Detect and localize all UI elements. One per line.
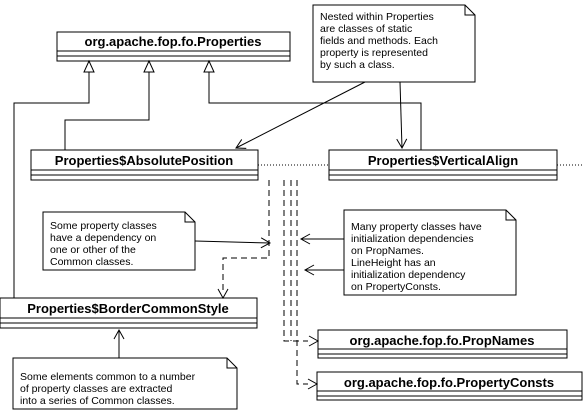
note-initialization-line: on PropertyConsts. [351, 281, 441, 293]
inheritance-arrowhead [83, 59, 95, 73]
edge-border-common-style-to-properties [13, 72, 90, 298]
arrowhead-border-common-style [217, 288, 229, 300]
arrowhead-property-consts [307, 378, 319, 390]
dependency-arrowheads [217, 288, 320, 390]
class-absolute-position[interactable]: Properties$AbsolutePosition [30, 149, 259, 181]
class-properties[interactable]: org.apache.fop.fo.Properties [56, 31, 291, 62]
note-nested-classes: Nested within Properties are classes of … [312, 4, 476, 83]
arrowhead-prop-names [308, 335, 320, 347]
class-border-common-style[interactable]: Properties$BorderCommonStyle [0, 297, 258, 329]
inheritance-arrowhead [203, 59, 215, 73]
edge-absolute-position-to-border-common-style [222, 180, 270, 290]
note-nested-line: are classes of static [320, 23, 412, 35]
class-properties-name: org.apache.fop.fo.Properties [85, 34, 262, 49]
note-initialization-line: LineHeight has an [351, 257, 436, 269]
anchor-nested-to-absolute-position [235, 81, 366, 149]
note-anchors [113, 81, 408, 358]
anchor-nested-to-vertical-align [396, 81, 408, 150]
class-property-consts[interactable]: org.apache.fop.fo.PropertyConsts [316, 371, 583, 401]
edge-absolute-position-to-properties [64, 72, 150, 150]
edge-absolute-position-to-prop-names-a [283, 180, 308, 342]
class-vertical-align-name: Properties$VerticalAlign [368, 153, 518, 168]
note-nested-line: fields and methods. Each [320, 35, 438, 47]
class-property-consts-name: org.apache.fop.fo.PropertyConsts [344, 375, 554, 390]
note-initialization: Many property classes have initializatio… [343, 209, 517, 296]
note-common-line: into a series of Common classes. [20, 395, 175, 407]
edge-absolute-position-to-property-consts [296, 180, 308, 385]
note-dependency-line: one or other of the [50, 244, 136, 256]
note-initialization-line: initialization dependencies [351, 233, 474, 245]
note-common-line: of property classes are extracted [20, 383, 172, 395]
inheritance-arrowhead [143, 59, 155, 73]
note-nested-line: Nested within Properties [320, 11, 434, 23]
note-dependency-line: have a dependency on [50, 232, 156, 244]
note-initialization-line: on PropNames. [351, 245, 424, 257]
inheritance-edges [13, 59, 422, 298]
class-prop-names[interactable]: org.apache.fop.fo.PropNames [317, 329, 568, 359]
note-nested-line: property is represented [320, 47, 428, 59]
note-dependency: Some property classes have a dependency … [42, 211, 196, 271]
note-dependency-line: Common classes. [50, 256, 133, 268]
edge-vertical-align-to-properties [208, 72, 422, 150]
class-vertical-align[interactable]: Properties$VerticalAlign [328, 149, 558, 181]
note-initialization-line: Many property classes have [351, 221, 482, 233]
dependency-edges [222, 180, 308, 385]
note-nested-line: by such a class. [320, 59, 395, 71]
note-initialization-line: initialization dependency [351, 269, 466, 281]
class-prop-names-name: org.apache.fop.fo.PropNames [350, 333, 535, 348]
note-common-line: Some elements common to a number [20, 371, 196, 383]
note-common-classes: Some elements common to a number of prop… [12, 357, 238, 410]
class-absolute-position-name: Properties$AbsolutePosition [55, 153, 233, 168]
note-dependency-line: Some property classes [50, 220, 157, 232]
class-border-common-style-name: Properties$BorderCommonStyle [27, 301, 229, 316]
anchor-dependency-to-edge [194, 237, 272, 249]
